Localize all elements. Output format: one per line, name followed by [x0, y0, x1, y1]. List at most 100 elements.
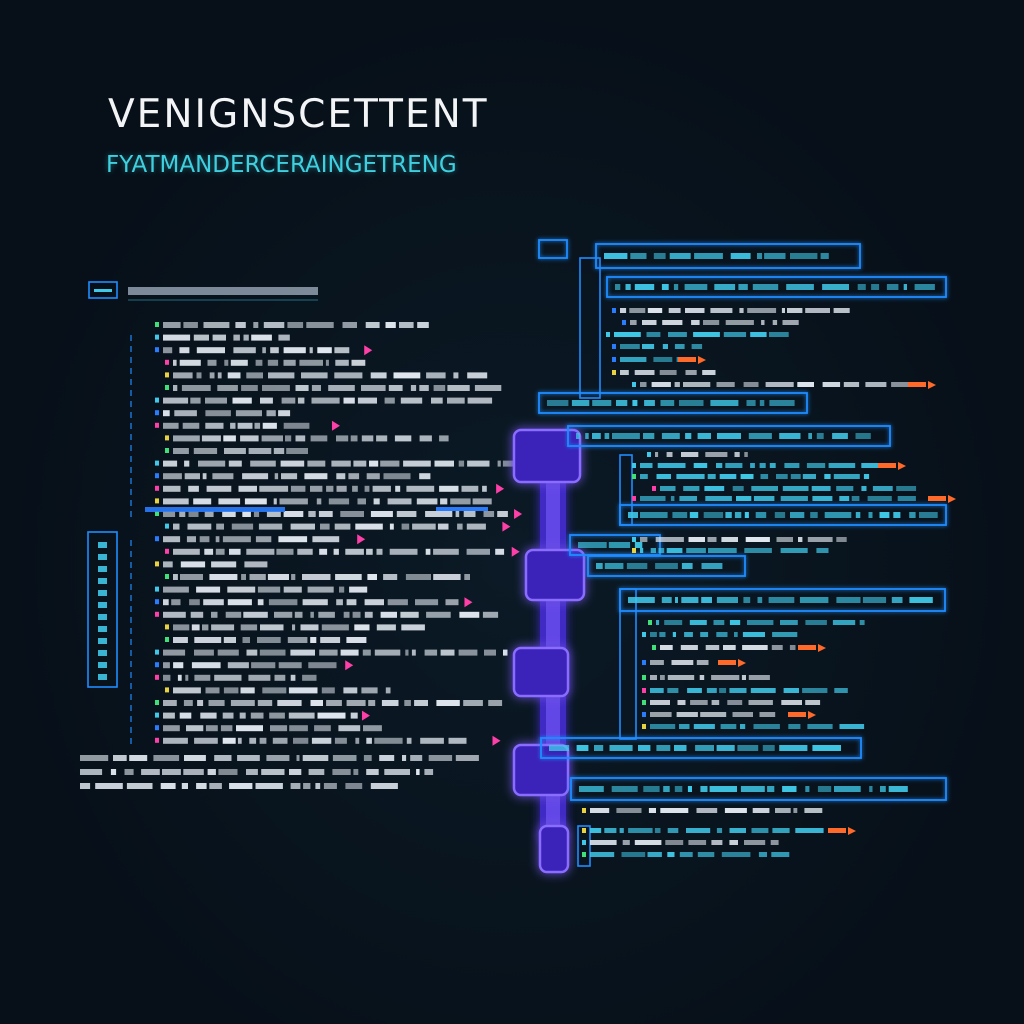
glyph-dash [467, 397, 493, 404]
glyph-dash [233, 347, 256, 354]
glyph-dash [364, 611, 373, 618]
glyph-dash [179, 347, 190, 354]
glyph-dash [204, 511, 214, 517]
glyph-dash [276, 548, 294, 555]
glyph-dash [782, 486, 809, 491]
glyph-dash [326, 485, 334, 492]
glyph-dash [659, 632, 666, 637]
glyph-dash [270, 347, 279, 354]
glyph-dash [788, 724, 801, 729]
glyph-dash [865, 382, 887, 387]
glyph-dash [286, 448, 308, 454]
glyph-dash [186, 536, 196, 543]
glyph-dash [230, 422, 236, 429]
glyph-dash [203, 599, 224, 606]
glyph-dash [604, 828, 617, 833]
glyph-dash [346, 599, 357, 606]
code-panel [538, 239, 568, 259]
glyph-dash [163, 536, 181, 543]
accent-dash [798, 645, 816, 650]
glyph-dash [302, 599, 328, 606]
glyph-dash [243, 334, 249, 341]
glyph-dash [684, 632, 693, 637]
glyph-dash [855, 433, 871, 439]
glyph-dash [592, 433, 601, 439]
glyph-dash [455, 511, 460, 517]
glyph-dash [428, 755, 453, 761]
glyph-dash [173, 548, 200, 555]
glyph-dash [236, 725, 263, 732]
glyph-dash [163, 347, 173, 354]
accent-dash [828, 828, 846, 833]
glyph-dash [716, 745, 735, 751]
glyph-dash [693, 724, 715, 729]
glyph-dash [783, 688, 799, 693]
glyph-dash [163, 498, 189, 505]
glyph-dash [669, 253, 691, 259]
glyph-dash [834, 786, 861, 792]
glyph-dash [804, 808, 823, 813]
glyph-dash [393, 372, 421, 379]
glyph-dash [578, 542, 607, 548]
arrow-right-icon [818, 644, 826, 652]
glyph-dash [266, 755, 290, 761]
line-bullet [165, 574, 169, 579]
glyph-dash [279, 498, 308, 505]
glyph-dash [363, 755, 372, 761]
glyph-dash [113, 755, 127, 761]
glyph-dash [667, 688, 679, 693]
glyph-dash [651, 382, 671, 387]
glyph-dash [389, 523, 394, 530]
glyph-dash [799, 597, 829, 603]
glyph-dash [301, 372, 328, 379]
glyph-dash [191, 662, 221, 669]
glyph-dash [334, 737, 347, 744]
line-bullet [632, 382, 636, 387]
glyph-dash [620, 308, 627, 313]
glyph-dash [163, 460, 178, 467]
glyph-dash [896, 486, 917, 491]
glyph-dash [244, 498, 267, 505]
glyph-dash [184, 473, 200, 480]
glyph-dash [394, 435, 412, 442]
glyph-dash [725, 320, 754, 325]
glyph-dash [483, 511, 495, 517]
glyph-dash [738, 284, 748, 290]
glyph-dash [656, 745, 671, 751]
glyph-dash [725, 512, 732, 518]
glyph-dash [410, 755, 423, 761]
glyph-dash [703, 320, 720, 325]
glyph-dash [124, 769, 134, 775]
glyph-dash [163, 725, 180, 732]
glyph-dash [239, 712, 246, 719]
glyph-dash [701, 563, 723, 569]
glyph-dash [576, 745, 589, 751]
glyph-dash [863, 474, 870, 479]
glyph-dash [679, 400, 704, 406]
glyph-dash [656, 620, 660, 625]
glyph-dash [244, 561, 268, 568]
glyph-dash [350, 712, 358, 719]
glyph-dash [290, 523, 315, 530]
glyph-dash [739, 308, 744, 313]
glyph-dash [741, 675, 746, 680]
glyph-dash [646, 332, 661, 337]
glyph-dash [642, 320, 657, 325]
glyph-dash [274, 611, 293, 618]
line-bullet [652, 645, 656, 650]
glyph-dash [774, 512, 786, 518]
line-bullet [165, 523, 169, 529]
glyph-dash [310, 485, 323, 492]
glyph-dash [163, 322, 181, 328]
glyph-dash [163, 397, 189, 404]
glyph-dash [290, 783, 301, 789]
line-bullet [582, 852, 586, 857]
glyph-dash [782, 320, 799, 325]
glyph-dash [200, 712, 217, 719]
line-bullet [622, 320, 626, 325]
glyph-dash [488, 700, 503, 706]
glyph-dash [713, 620, 725, 625]
glyph-dash [615, 284, 621, 290]
glyph-dash [834, 688, 848, 693]
